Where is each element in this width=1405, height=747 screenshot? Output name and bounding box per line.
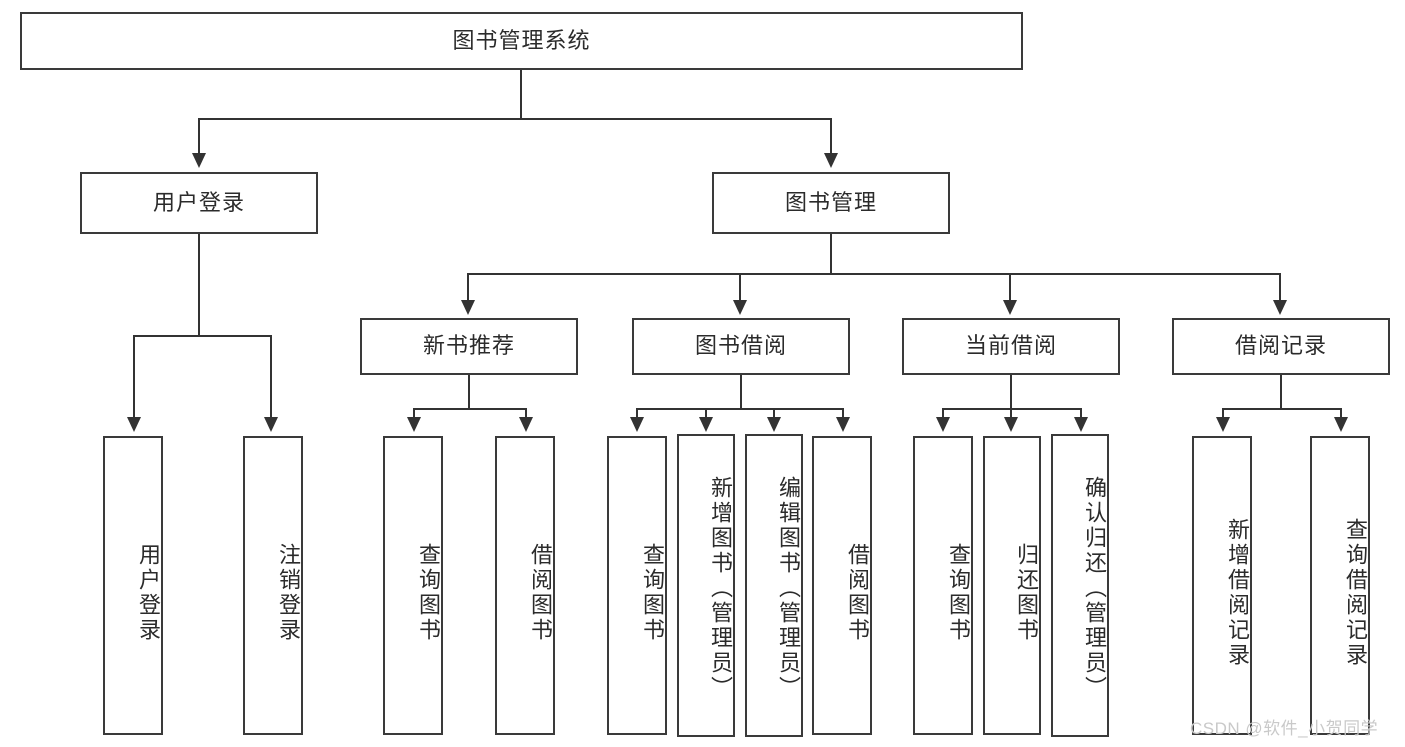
connector-current-borrow-bus (942, 408, 1082, 410)
connector-root-to-book-management (830, 118, 832, 156)
connector-cb-1 (942, 408, 944, 420)
node-leaf-query-book-borrow[interactable]: 查询图书 (607, 436, 667, 735)
connector-bm-to-borrow-record (1279, 273, 1281, 303)
node-label: 注销登录 (276, 542, 301, 643)
arrow-bm-to-book-borrow (733, 300, 747, 315)
connector-borrow-record-bus (1222, 408, 1340, 410)
arrow-new-book-to-query (407, 417, 421, 432)
arrow-user-login-to-logout (264, 417, 278, 432)
connector-book-management-stem (830, 234, 832, 273)
connector-bb-4 (842, 408, 844, 420)
node-label: 查询图书 (416, 542, 441, 643)
arrow-cb-to-query-book (936, 417, 950, 432)
connector-bb-2 (705, 408, 707, 420)
node-leaf-borrow-book[interactable]: 借阅图书 (812, 436, 872, 735)
connector-borrow-record-stem (1280, 375, 1282, 408)
connector-book-borrow-stem (740, 375, 742, 408)
node-label: 借阅图书 (528, 542, 553, 643)
node-new-book-recommend[interactable]: 新书推荐 (360, 318, 578, 375)
node-leaf-confirm-return-admin[interactable]: 确认归还（管理员） (1051, 434, 1109, 737)
arrow-user-login-to-login (127, 417, 141, 432)
node-label: 确认归还（管理员） (1082, 476, 1107, 701)
connector-book-borrow-bus (636, 408, 844, 410)
node-leaf-add-book-admin[interactable]: 新增图书（管理员） (677, 434, 735, 737)
node-leaf-return-book[interactable]: 归还图书 (983, 436, 1041, 735)
connector-root-to-user-login (198, 118, 200, 156)
node-label: 当前借阅 (964, 333, 1057, 359)
node-book-management[interactable]: 图书管理 (712, 172, 950, 234)
node-label: 图书管理系统 (452, 27, 591, 53)
connector-bm-to-new-book (467, 273, 469, 303)
connector-user-login-stem (198, 234, 200, 335)
connector-br-2 (1340, 408, 1342, 420)
node-label: 查询借阅记录 (1343, 517, 1368, 668)
arrow-bm-to-borrow-record (1273, 300, 1287, 315)
connector-user-login-right (270, 335, 272, 419)
connector-user-login-bus (133, 335, 270, 337)
arrow-bb-to-borrow-book (836, 417, 850, 432)
arrow-br-to-add-record (1216, 417, 1230, 432)
node-user-login[interactable]: 用户登录 (80, 172, 318, 234)
node-label: 编辑图书（管理员） (776, 476, 801, 701)
node-book-borrow[interactable]: 图书借阅 (632, 318, 850, 375)
connector-root-stem (520, 70, 522, 118)
node-label: 查询图书 (946, 542, 971, 643)
connector-root-bus (198, 118, 832, 120)
connector-new-book-left (413, 408, 415, 420)
node-leaf-logout[interactable]: 注销登录 (243, 436, 303, 735)
arrow-root-to-book-management (824, 153, 838, 168)
arrow-bm-to-new-book (461, 300, 475, 315)
connector-bm-to-current-borrow (1009, 273, 1011, 303)
node-leaf-borrow-book-recommend[interactable]: 借阅图书 (495, 436, 555, 735)
arrow-new-book-to-borrow (519, 417, 533, 432)
node-label: 归还图书 (1014, 542, 1039, 643)
node-root-book-management-system[interactable]: 图书管理系统 (20, 12, 1023, 70)
node-label: 新增借阅记录 (1225, 517, 1250, 668)
connector-new-book-bus (413, 408, 525, 410)
node-leaf-edit-book-admin[interactable]: 编辑图书（管理员） (745, 434, 803, 737)
arrow-root-to-user-login (192, 153, 206, 168)
connector-bb-3 (773, 408, 775, 420)
connector-user-login-left (133, 335, 135, 419)
node-borrow-record[interactable]: 借阅记录 (1172, 318, 1390, 375)
node-label: 查询图书 (640, 542, 665, 643)
arrow-cb-to-return-book (1004, 417, 1018, 432)
connector-br-1 (1222, 408, 1224, 420)
node-label: 图书管理 (784, 189, 877, 215)
node-label: 借阅图书 (845, 542, 870, 643)
connector-cb-2 (1010, 408, 1012, 420)
node-leaf-query-borrow-record[interactable]: 查询借阅记录 (1310, 436, 1370, 735)
watermark-text: CSDN @软件_小贺同学 (1190, 719, 1379, 738)
connector-current-borrow-stem (1010, 375, 1012, 408)
arrow-cb-to-confirm-return (1074, 417, 1088, 432)
node-leaf-add-borrow-record[interactable]: 新增借阅记录 (1192, 436, 1252, 735)
arrow-br-to-query-record (1334, 417, 1348, 432)
node-leaf-query-book-current[interactable]: 查询图书 (913, 436, 973, 735)
arrow-bm-to-current-borrow (1003, 300, 1017, 315)
node-leaf-user-login[interactable]: 用户登录 (103, 436, 163, 735)
connector-new-book-right (525, 408, 527, 420)
node-label: 用户登录 (136, 542, 161, 643)
node-label: 图书借阅 (694, 333, 787, 359)
connector-bm-to-book-borrow (739, 273, 741, 303)
connector-new-book-stem (468, 375, 470, 408)
node-label: 借阅记录 (1234, 333, 1327, 359)
connector-book-management-bus (467, 273, 1280, 275)
arrow-bb-to-query-book (630, 417, 644, 432)
node-label: 新增图书（管理员） (708, 476, 733, 701)
node-label: 用户登录 (152, 189, 245, 215)
node-current-borrow[interactable]: 当前借阅 (902, 318, 1120, 375)
node-label: 新书推荐 (422, 333, 515, 359)
node-leaf-query-book-recommend[interactable]: 查询图书 (383, 436, 443, 735)
arrow-bb-to-add-book (699, 417, 713, 432)
connector-cb-3 (1080, 408, 1082, 420)
connector-bb-1 (636, 408, 638, 420)
arrow-bb-to-edit-book (767, 417, 781, 432)
